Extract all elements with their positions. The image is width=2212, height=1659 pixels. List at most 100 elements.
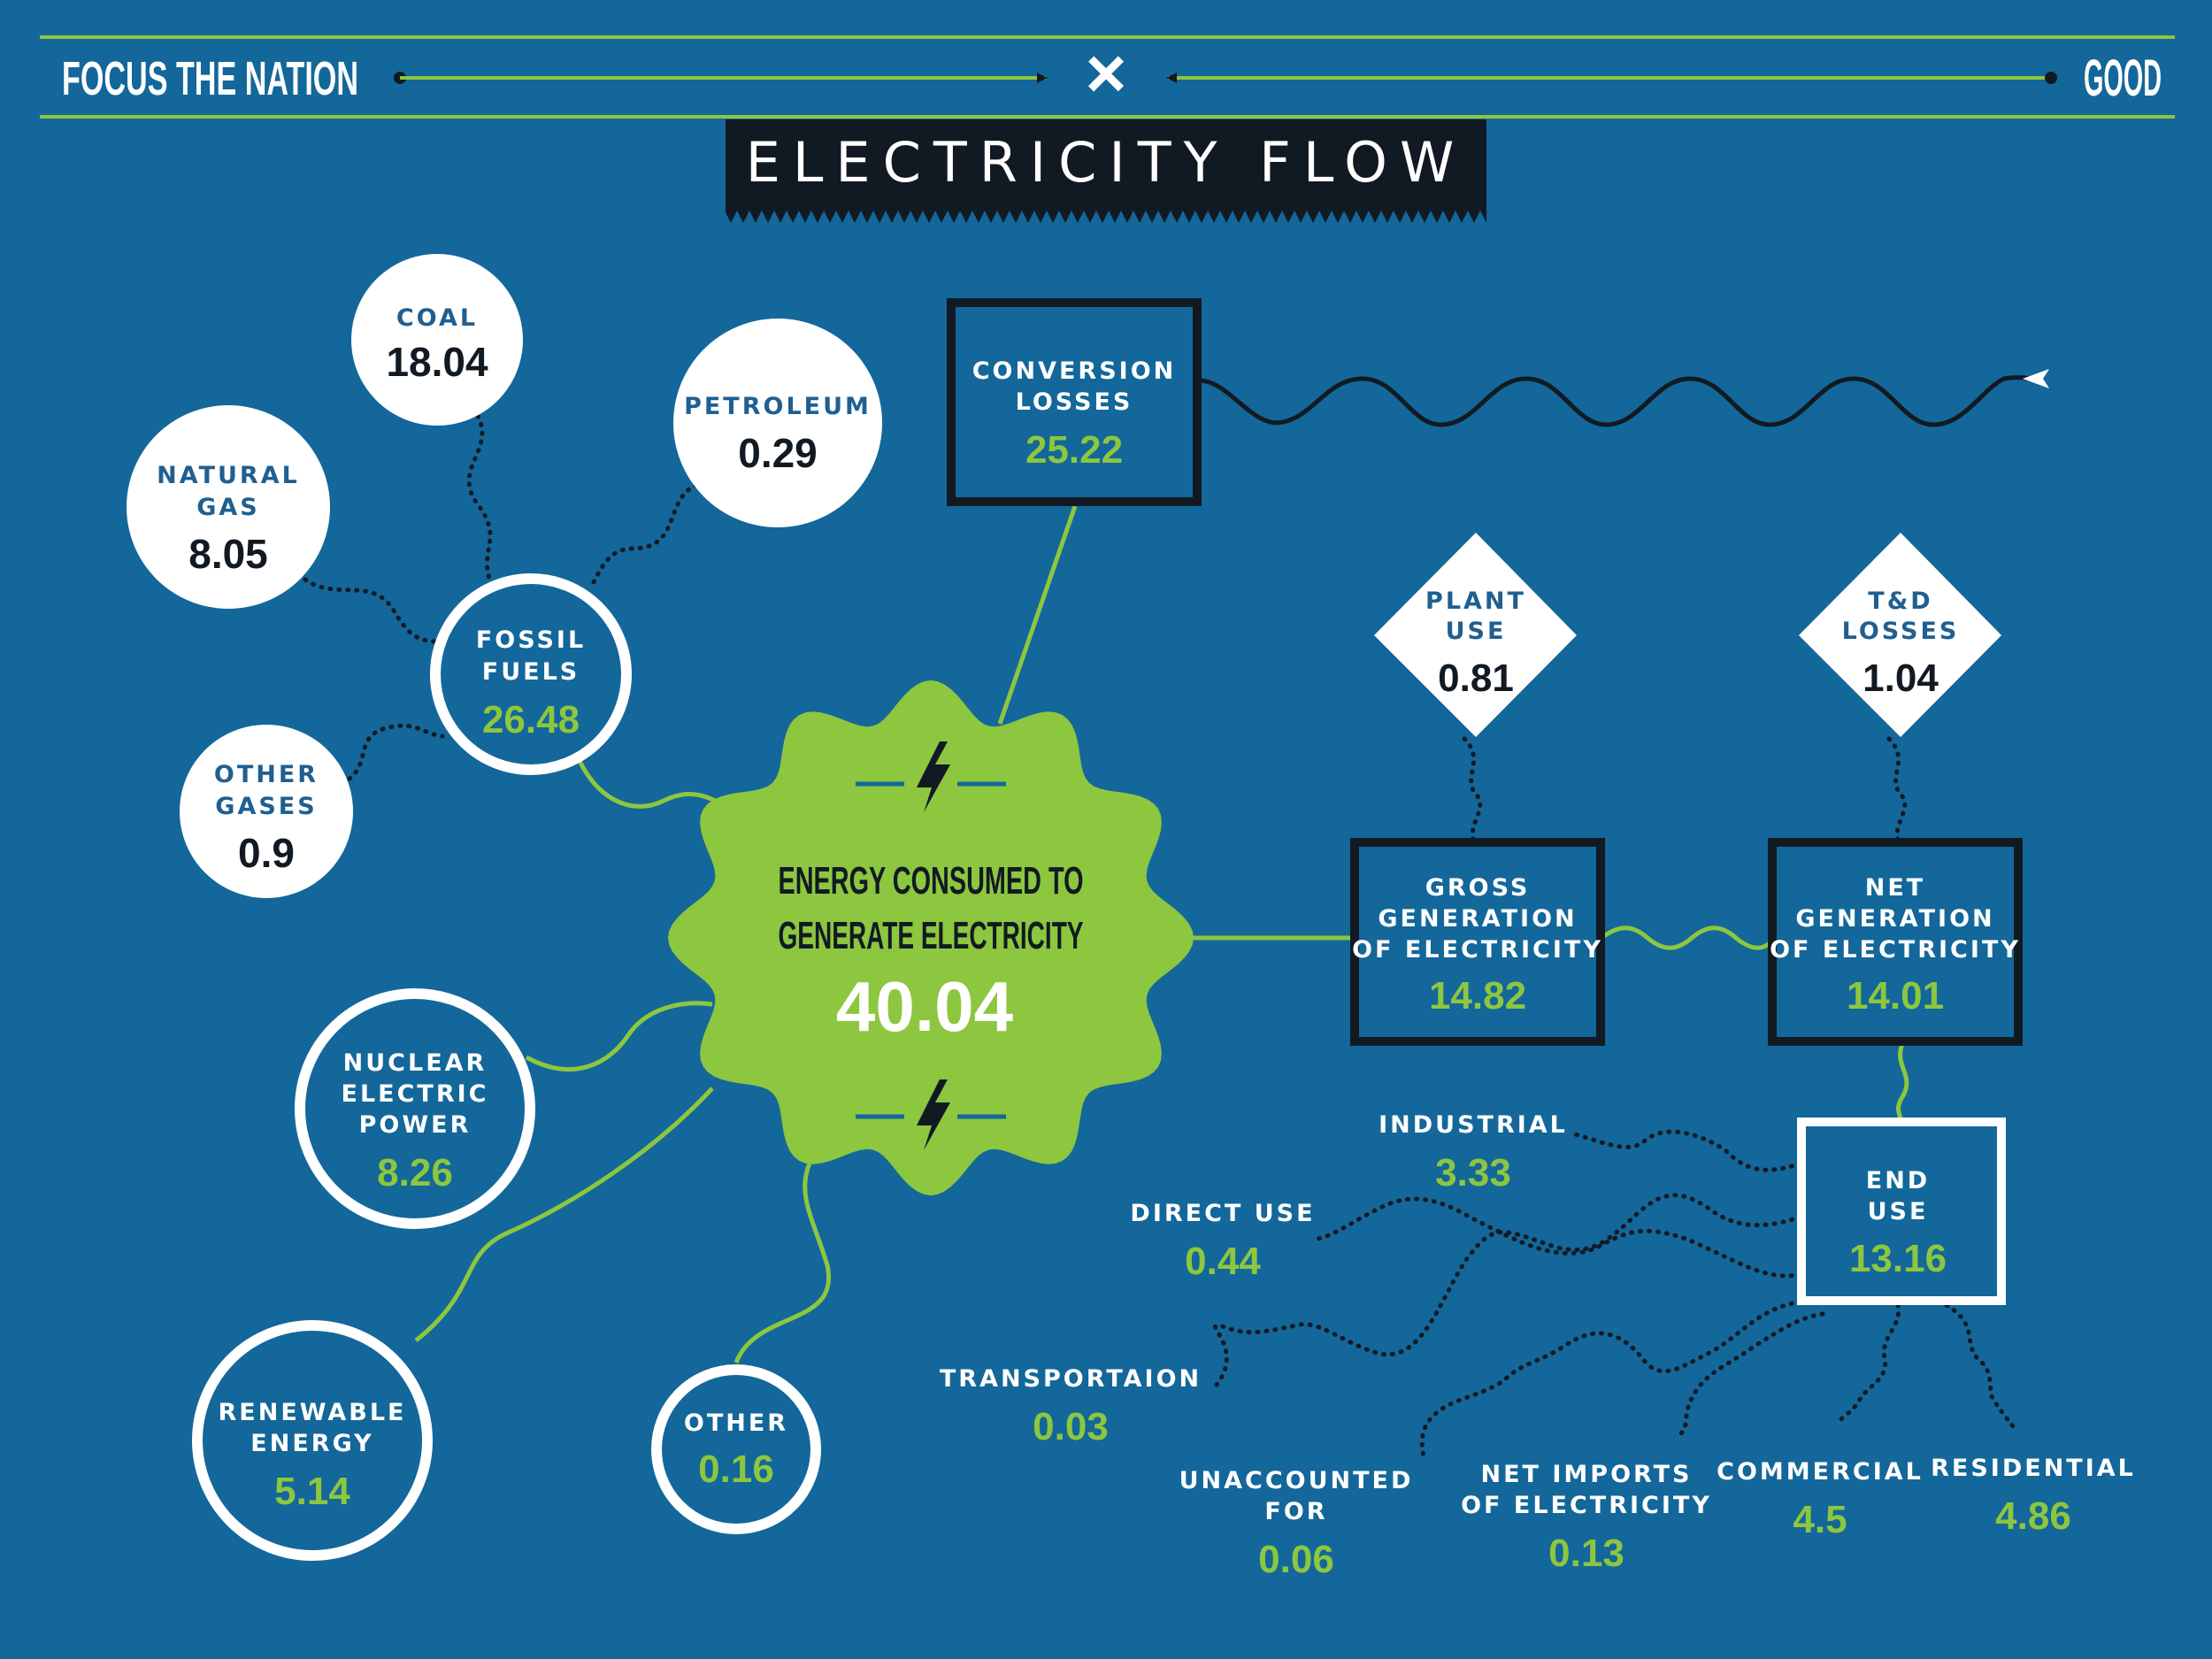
header-bar: FOCUS THE NATION × GOOD [40,34,2175,119]
residential-label: RESIDENTIAL [1931,1455,2136,1482]
other-circle [651,1364,821,1534]
green-connectors [414,505,1909,1363]
end-use-label-line2: USE [1868,1198,1929,1225]
gross-generation-label-line1: GROSS [1425,874,1531,902]
other-gases-label-line2: GASES [215,793,317,820]
industrial-value: 3.33 [1435,1151,1511,1194]
node-td-losses: T&D LOSSES 1.04 [1799,533,2001,737]
transportation-value: 0.03 [1033,1405,1109,1448]
end-use-unaccounted: UNACCOUNTED FOR 0.06 [1179,1467,1414,1581]
fossil-fuels-circle [430,573,632,775]
end-use-net-imports: NET IMPORTS OF ELECTRICITY 0.13 [1461,1461,1712,1575]
node-fossil-fuels: FOSSIL FUELS 26.48 [430,573,632,775]
good-logo: GOOD [2084,50,2162,107]
connector-net-enduse [1896,1043,1909,1123]
net-generation-label-line3: OF ELECTRICITY [1770,936,2021,964]
connector-other-center [733,1163,832,1363]
connector-commercial [1836,1302,1901,1427]
title-banner: ELECTRICITY FLOW [726,119,1486,223]
coal-value: 18.04 [386,339,488,385]
end-use-direct-use: DIRECT USE 0.44 [1130,1200,1315,1283]
header-right-dot [2045,72,2057,84]
node-gross-generation: GROSS GENERATION OF ELECTRICITY 14.82 [1350,838,1605,1046]
focus-the-nation-logo: FOCUS THE NATION [62,52,358,105]
page-title: ELECTRICITY FLOW [746,130,1467,195]
td-losses-value: 1.04 [1863,657,1939,700]
connector-net-imports [1678,1311,1825,1436]
transportation-label: TRANSPORTAION [940,1365,1202,1393]
connector-tdlosses-net [1886,736,1908,843]
node-petroleum: PETROLEUM 0.29 [673,319,882,527]
commercial-value: 4.5 [1793,1498,1847,1541]
renewable-value: 5.14 [274,1470,350,1513]
node-conversion-losses: CONVERSION LOSSES 25.22 [947,298,1202,506]
node-plant-use: PLANT USE 0.81 [1374,533,1577,737]
nuclear-circle [295,988,535,1229]
fossil-fuels-value: 26.48 [482,698,580,741]
natural-gas-label-line1: NATURAL [157,462,300,489]
commercial-label: COMMERCIAL [1717,1458,1924,1486]
lightning-icon-top [917,741,950,812]
connector-transportation [1213,1193,1803,1387]
end-use-commercial: COMMERCIAL 4.5 [1717,1458,1924,1541]
connector-direct-use [1316,1196,1803,1279]
center-badge-shape [668,680,1194,1196]
direct-use-label: DIRECT USE [1130,1200,1315,1227]
end-use-residential: RESIDENTIAL 4.86 [1931,1455,2136,1538]
net-imports-value: 0.13 [1548,1532,1624,1575]
gross-generation-label-line3: OF ELECTRICITY [1352,936,1603,964]
net-generation-value: 14.01 [1847,974,1944,1018]
node-end-use: END USE 13.16 [1797,1118,2006,1305]
conversion-losses-wave [1198,368,2050,427]
connector-gross-net [1600,926,1777,950]
connector-fossil-center [577,759,729,810]
net-generation-label-line1: NET [1865,874,1925,902]
center-value: 40.04 [836,967,1014,1046]
net-generation-box [1768,838,2023,1046]
end-use-label-line1: END [1866,1167,1930,1194]
renewable-circle [192,1320,433,1561]
title-banner-shape [726,119,1486,223]
plant-use-diamond [1374,533,1577,737]
connector-unaccounted [1419,1298,1821,1458]
natural-gas-value: 8.05 [188,531,268,577]
connector-coal-fossil [466,413,494,587]
natural-gas-circle [127,405,330,609]
connector-plantuse-gross [1462,736,1483,843]
other-gases-label-line1: OTHER [214,761,319,788]
nuclear-label-line2: ELECTRIC [342,1080,489,1108]
net-imports-label-line2: OF ELECTRICITY [1461,1492,1712,1519]
natural-gas-label-line2: GAS [196,494,260,521]
node-other-gases: OTHER GASES 0.9 [180,725,353,898]
coal-label: COAL [396,304,478,332]
other-value: 0.16 [698,1448,774,1491]
renewable-label-line1: RENEWABLE [219,1399,407,1426]
nuclear-value: 8.26 [377,1151,453,1194]
coal-circle [351,254,523,426]
lightning-icon-bottom [917,1079,950,1150]
nuclear-label-line3: POWER [359,1111,472,1139]
other-gases-circle [180,725,353,898]
conversion-losses-label-line2: LOSSES [1016,388,1133,416]
header-separator: × [1086,34,1127,112]
end-use-industrial: INDUSTRIAL 3.33 [1379,1111,1568,1194]
residential-value: 4.86 [1995,1494,2071,1538]
fossil-fuels-label-line1: FOSSIL [476,626,586,654]
dotted-connectors [303,413,2016,1458]
td-losses-diamond [1799,533,2001,737]
center-label-line2: GENERATE ELECTRICITY [779,914,1084,957]
end-use-value: 13.16 [1849,1237,1947,1280]
net-imports-label-line1: NET IMPORTS [1481,1461,1693,1488]
plant-use-label-line1: PLANT [1425,588,1526,615]
direct-use-value: 0.44 [1185,1240,1261,1283]
node-nuclear: NUCLEAR ELECTRIC POWER 8.26 [295,988,535,1229]
plant-use-value: 0.81 [1438,657,1514,700]
node-coal: COAL 18.04 [351,254,523,426]
petroleum-value: 0.29 [738,430,818,476]
conversion-losses-box [947,298,1202,506]
industrial-label: INDUSTRIAL [1379,1111,1568,1139]
unaccounted-value: 0.06 [1258,1538,1334,1581]
unaccounted-label-line1: UNACCOUNTED [1179,1467,1414,1494]
fossil-fuels-label-line2: FUELS [482,658,580,686]
